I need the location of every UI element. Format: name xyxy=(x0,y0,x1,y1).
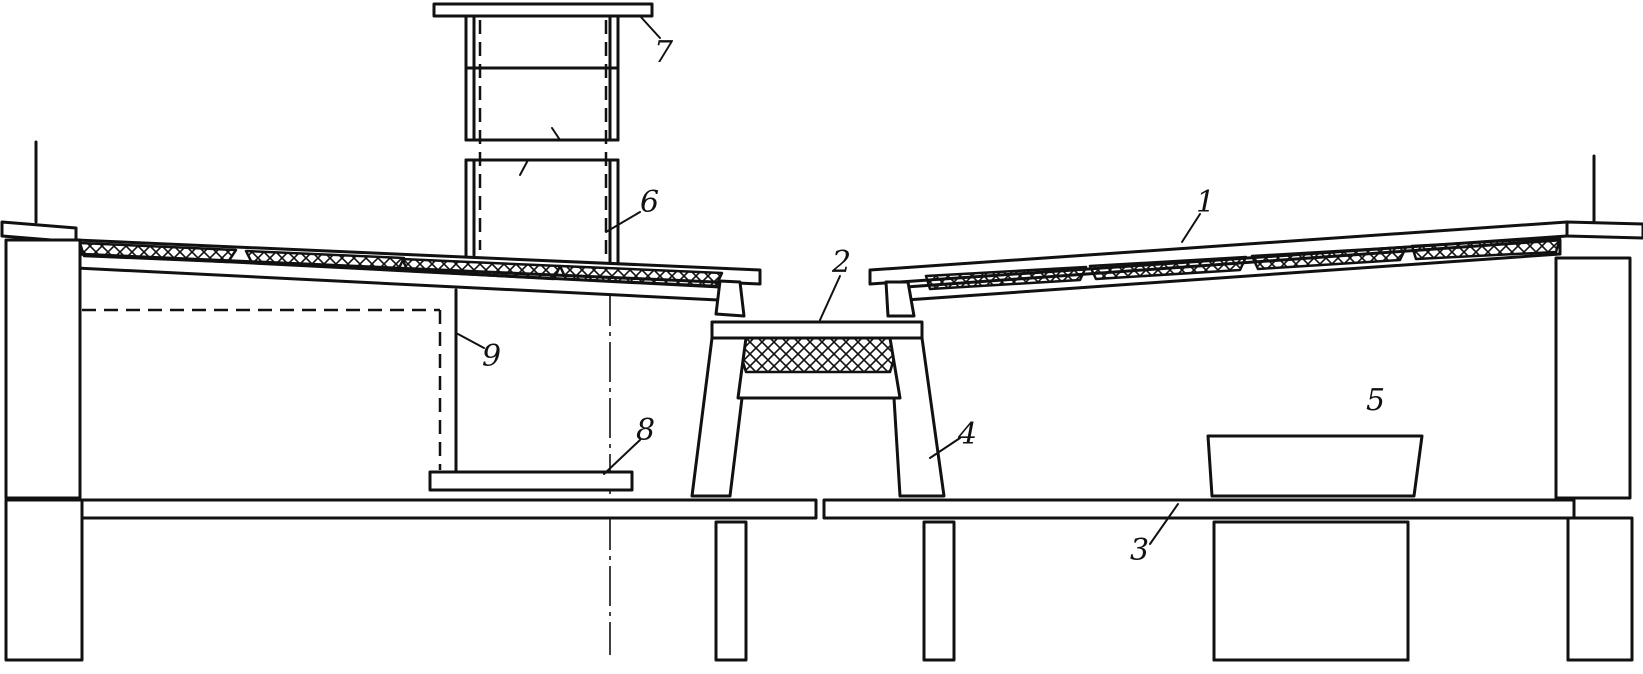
label-5: 5 xyxy=(1366,383,1385,418)
break-mark-upper xyxy=(551,127,561,141)
shaft-top-slab xyxy=(432,2,654,18)
outer-walls xyxy=(4,140,1634,662)
label-9: 9 xyxy=(482,339,501,374)
ventilation-shaft xyxy=(432,2,654,264)
right-roof-slab xyxy=(868,220,1643,318)
dashed-duct xyxy=(82,288,458,472)
valley-gutter xyxy=(690,320,946,498)
floor-slab xyxy=(48,470,1576,520)
label-2: 2 xyxy=(831,245,851,280)
lower-columns xyxy=(714,520,1410,662)
left-roof-slab xyxy=(0,220,762,318)
label-6: 6 xyxy=(640,185,659,220)
break-mark-lower xyxy=(519,159,529,176)
label-4: 4 xyxy=(957,417,977,452)
label-3: 3 xyxy=(1130,533,1149,568)
label-1: 1 xyxy=(1196,185,1215,220)
label-7: 7 xyxy=(654,35,674,70)
leader-lines xyxy=(457,15,1201,545)
label-8: 8 xyxy=(636,413,655,448)
equipment-block xyxy=(1206,434,1424,498)
gutter-trestle xyxy=(690,336,946,498)
